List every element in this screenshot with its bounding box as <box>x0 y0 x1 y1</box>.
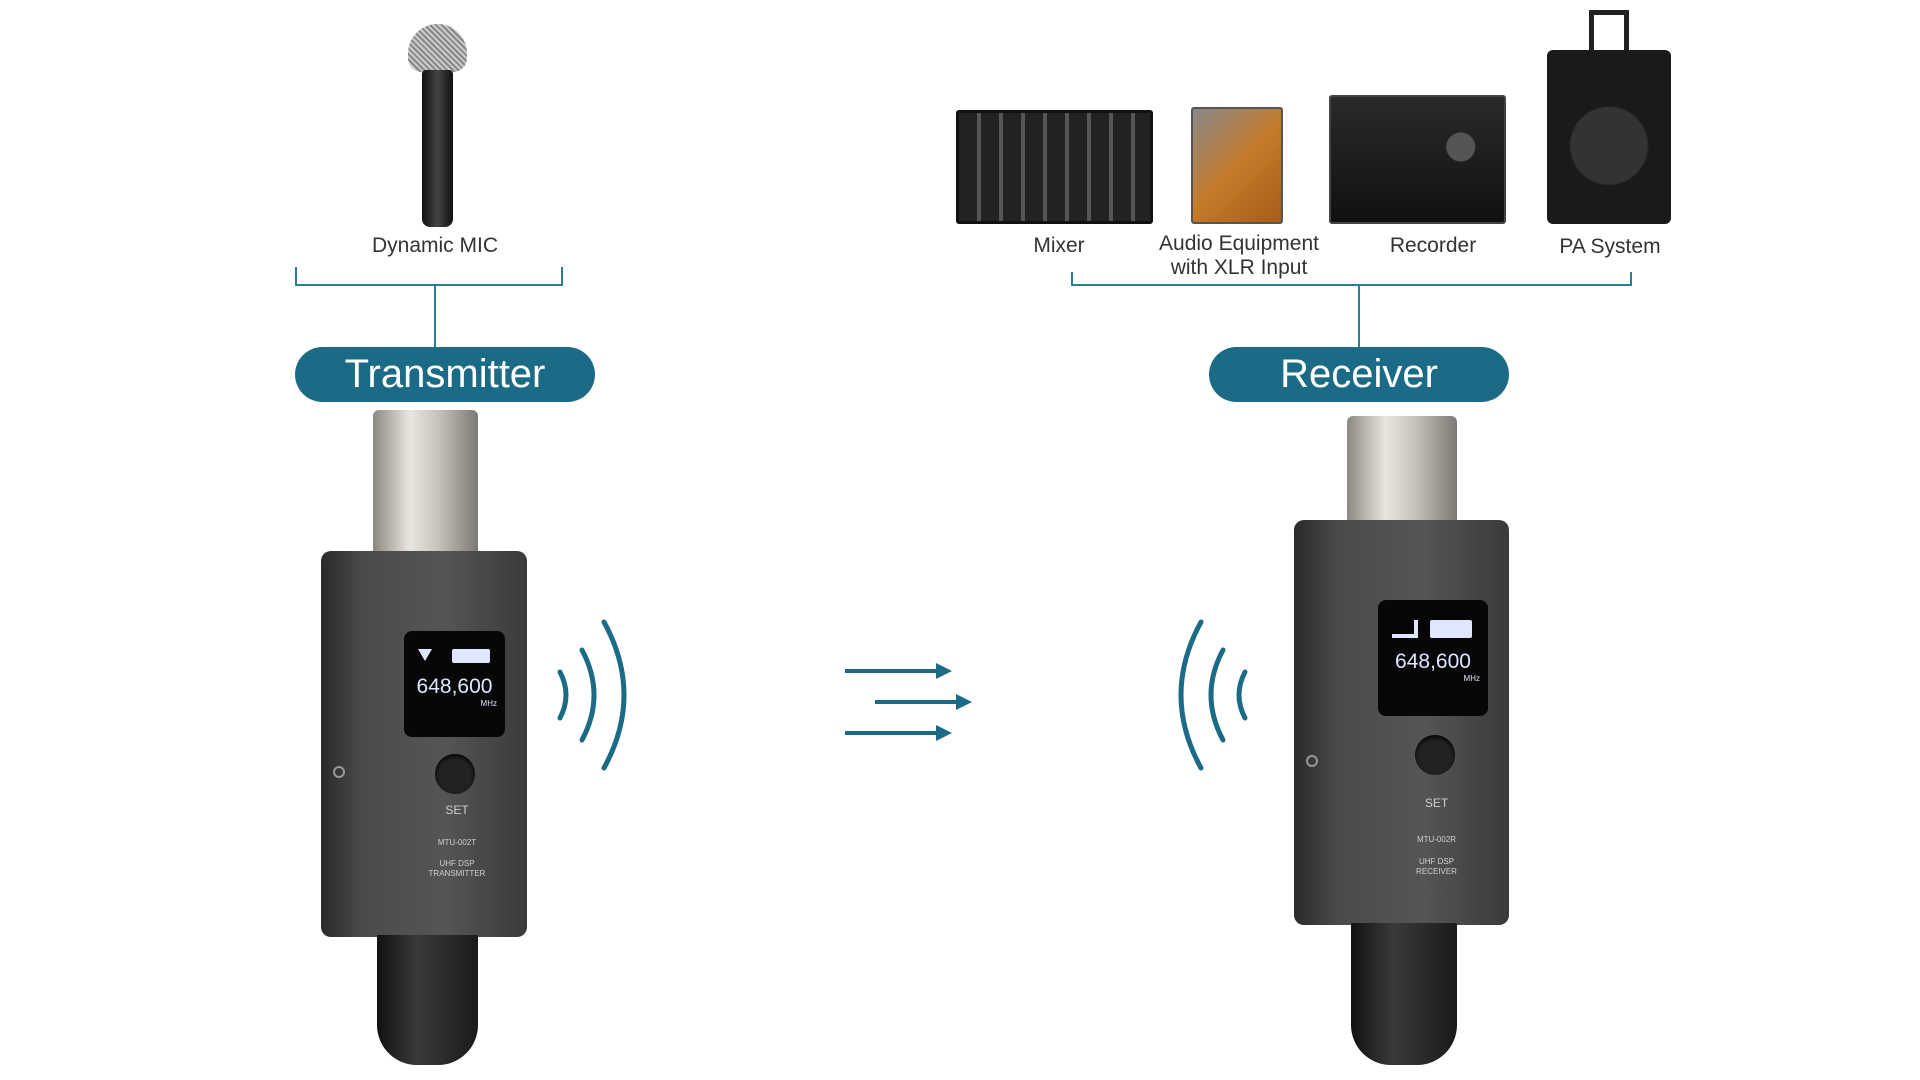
bracket-tick <box>1630 272 1632 286</box>
desc-label: RECEIVER <box>1416 867 1457 876</box>
transmitter-title: Transmitter <box>295 347 595 402</box>
power-icon <box>333 766 345 778</box>
mixer-image <box>956 110 1153 224</box>
frequency-unit: MHz <box>480 699 497 708</box>
antenna-icon <box>418 649 432 661</box>
power-icon <box>1306 755 1318 767</box>
bracket-stem <box>1358 285 1360 347</box>
bracket-tick <box>1071 272 1073 286</box>
receiver-screen: 648,600 MHz <box>1378 600 1488 716</box>
set-button[interactable] <box>435 754 475 794</box>
audio-equipment-label: Audio Equipment <box>1159 232 1319 255</box>
desc-label: UHF DSP <box>439 859 475 868</box>
signal-waves-icon <box>557 619 627 771</box>
audio-equipment-image <box>1191 107 1283 224</box>
signal-waves-icon <box>1178 619 1248 771</box>
set-label: SET <box>1424 796 1449 810</box>
bracket-tick <box>295 267 297 286</box>
set-label: SET <box>445 803 469 817</box>
frequency-unit: MHz <box>1463 674 1480 683</box>
desc-label: TRANSMITTER <box>428 869 486 878</box>
frequency-readout: 648,600 <box>1395 650 1471 673</box>
signal-strength-icon <box>1392 620 1418 638</box>
transmission-arrows-icon <box>845 663 972 741</box>
receiver-title: Receiver <box>1209 347 1509 402</box>
set-button[interactable] <box>1415 735 1455 775</box>
frequency-readout: 648,600 <box>416 675 493 698</box>
pa-system-image <box>1547 10 1671 224</box>
recorder-image <box>1329 95 1506 224</box>
pa-system-label: PA System <box>1559 235 1661 258</box>
mixer-label: Mixer <box>1033 234 1085 257</box>
desc-label: UHF DSP <box>1418 857 1455 866</box>
bracket-right <box>1071 284 1632 286</box>
bracket-left <box>295 284 563 286</box>
battery-icon <box>1430 620 1472 638</box>
audio-equipment-label-2: with XLR Input <box>1170 256 1308 279</box>
model-label: MTU-002T <box>437 838 477 847</box>
bracket-tick <box>561 267 563 286</box>
microphone-image <box>404 24 471 227</box>
dynamic-mic-label: Dynamic MIC <box>371 234 499 257</box>
model-label: MTU-002R <box>1416 835 1457 844</box>
recorder-label: Recorder <box>1389 234 1477 257</box>
battery-icon <box>452 649 490 663</box>
transmitter-screen: 648,600 MHz <box>404 631 505 737</box>
bracket-stem <box>434 285 436 347</box>
